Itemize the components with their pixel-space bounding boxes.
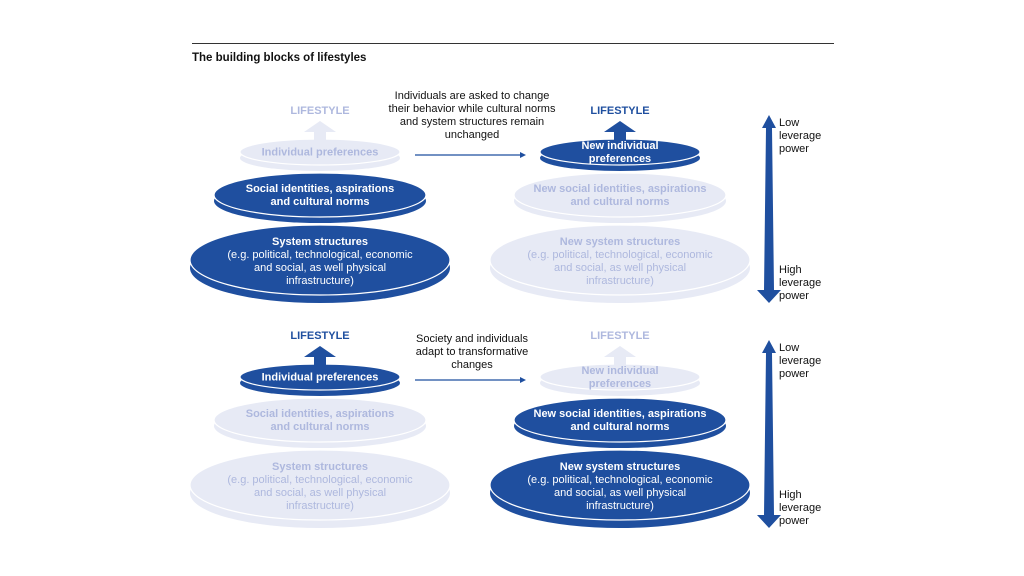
system-title: System structures (271, 236, 368, 248)
social-title-line2: and cultural norms (570, 196, 670, 208)
social-title: Social identities, aspirations (245, 408, 395, 420)
lifestyle-arrow-icon (304, 346, 336, 366)
social-title: Social identities, aspirations (245, 183, 395, 195)
individual-title: Individual preferences (261, 371, 379, 384)
high-leverage-label: High leverage power (779, 264, 822, 302)
system-disc (189, 449, 451, 521)
leverage-arrow-icon (757, 115, 781, 303)
social-disc (513, 172, 727, 218)
individual-title: New individual (581, 365, 659, 377)
system-detail: (e.g. political, technological, economic (527, 474, 713, 486)
diagram-title: The building blocks of lifestyles (192, 52, 367, 64)
system-detail2: and social, as well physical (253, 262, 387, 274)
lifestyle-arrow-icon (604, 121, 636, 141)
system-label: New system structures(e.g. political, te… (527, 461, 712, 513)
system-label: System structures(e.g. political, techno… (227, 236, 412, 288)
system-detail3: infrastructure) (286, 275, 354, 287)
individual-label: Individual preferences (262, 147, 379, 160)
system-disc (489, 449, 751, 521)
low-leverage-label: Low leverage power (779, 342, 822, 380)
system-detail2: and social, as well physical (553, 487, 687, 499)
system-detail2: and social, as well physical (253, 487, 387, 499)
arrowhead-icon (520, 377, 526, 383)
system-detail: (e.g. political, technological, economic (227, 474, 413, 486)
social-disc (213, 397, 427, 443)
social-title-line2: and cultural norms (270, 421, 370, 433)
leverage-arrow-icon (757, 340, 781, 528)
lifestyle-label: LIFESTYLE (290, 330, 350, 342)
system-detail: (e.g. political, technological, economic (227, 249, 413, 261)
system-detail: (e.g. political, technological, economic (527, 249, 713, 261)
lifestyle-arrow-icon (304, 121, 336, 141)
system-detail3: infrastructure) (586, 275, 654, 287)
social-title-line2: and cultural norms (270, 196, 370, 208)
system-title: New system structures (559, 236, 681, 248)
social-title-line2: and cultural norms (570, 421, 670, 433)
system-title: System structures (271, 461, 368, 473)
system-detail3: infrastructure) (586, 500, 654, 512)
stack-1 (489, 121, 751, 303)
stack-2 (189, 346, 451, 528)
low-leverage-label: Low leverage power (779, 117, 822, 155)
lifestyle-label: LIFESTYLE (290, 105, 350, 117)
lifestyle-label: LIFESTYLE (590, 330, 650, 342)
system-label: System structures(e.g. political, techno… (227, 461, 412, 513)
social-disc (513, 397, 727, 443)
individual-label: Individual preferences (262, 372, 379, 385)
arrowhead-icon (520, 152, 526, 158)
stack-0 (189, 121, 451, 303)
stack-3 (489, 346, 751, 528)
individual-title-line2: preferences (588, 378, 652, 390)
lifestyle-label: LIFESTYLE (590, 105, 650, 117)
individual-title: New individual (581, 140, 659, 152)
social-title: New social identities, aspirations (533, 183, 707, 195)
social-disc (213, 172, 427, 218)
transition-note: Society and individuals adapt to transfo… (415, 333, 529, 371)
system-title: New system structures (559, 461, 681, 473)
individual-title-line2: preferences (588, 153, 652, 165)
system-label: New system structures(e.g. political, te… (527, 236, 712, 288)
system-disc (489, 224, 751, 296)
system-disc (189, 224, 451, 296)
top-rule (192, 43, 834, 44)
high-leverage-label: High leverage power (779, 489, 822, 527)
system-detail2: and social, as well physical (553, 262, 687, 274)
transition-note: Individuals are asked to change their be… (388, 90, 556, 141)
lifestyle-arrow-icon (604, 346, 636, 366)
individual-title: Individual preferences (261, 146, 379, 159)
social-title: New social identities, aspirations (533, 408, 707, 420)
system-detail3: infrastructure) (286, 500, 354, 512)
